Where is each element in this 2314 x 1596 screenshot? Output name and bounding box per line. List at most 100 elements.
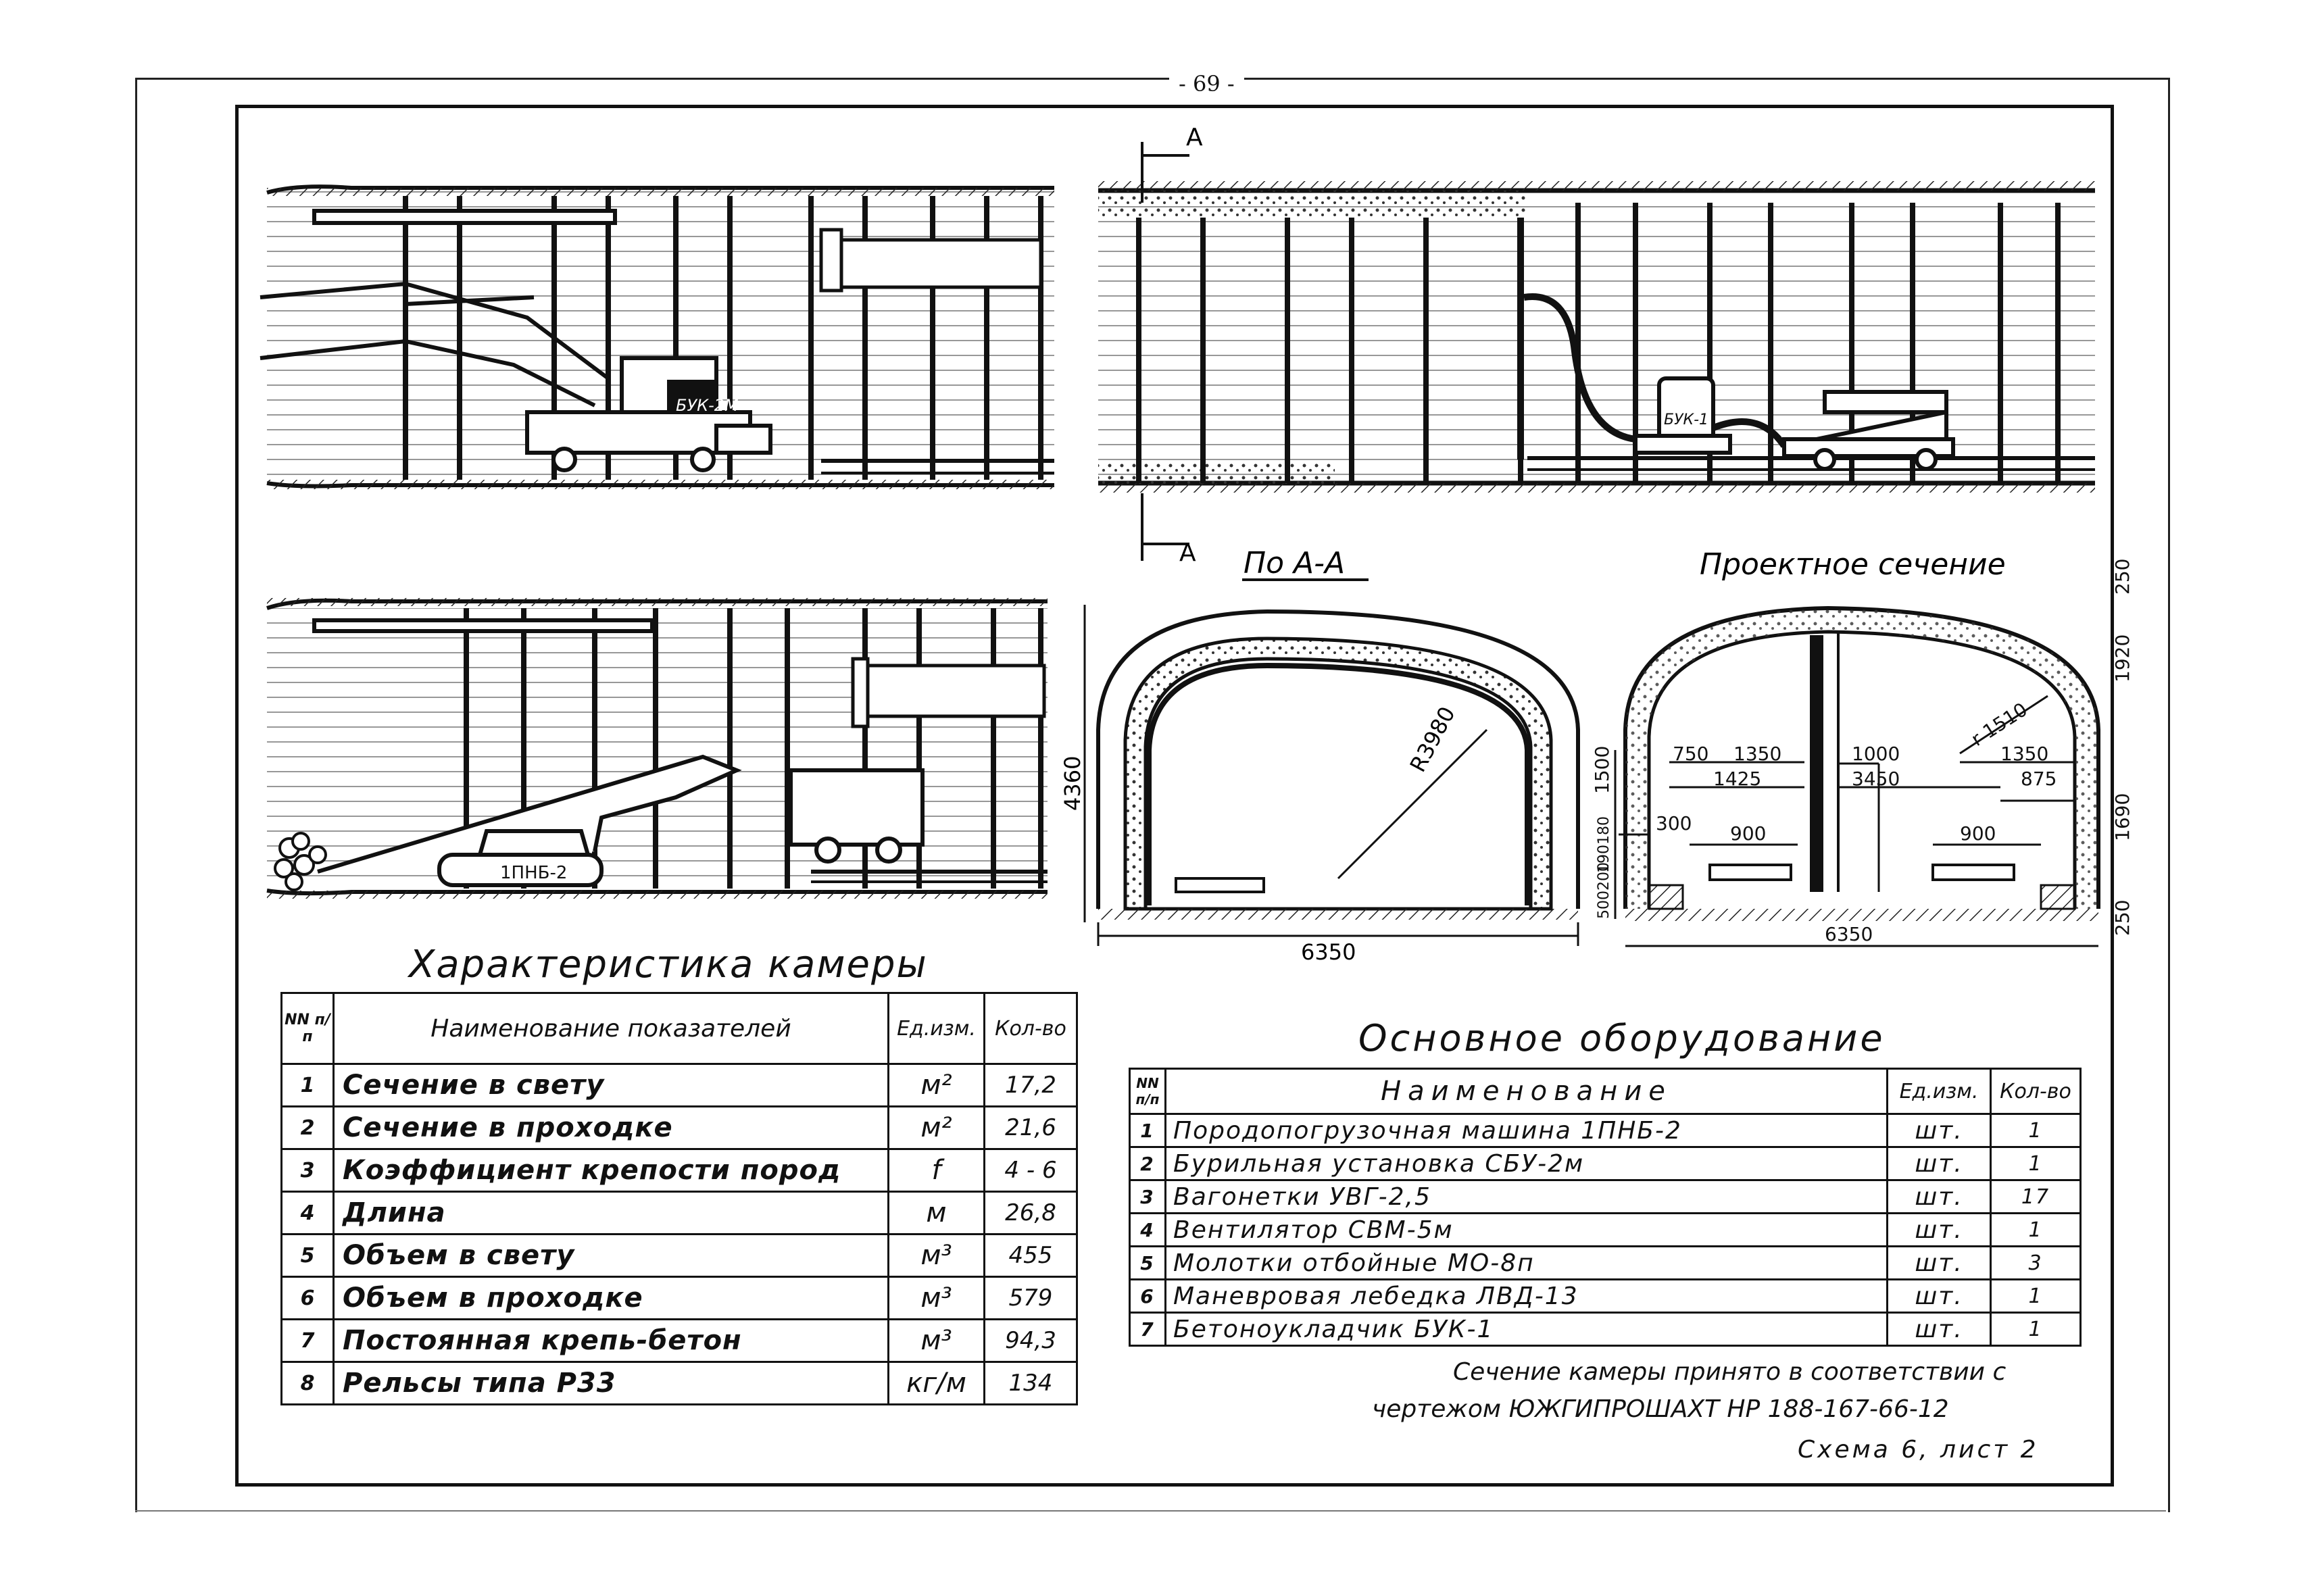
table-row: 2 Сечение в проходке м² 21,6 bbox=[280, 1105, 1078, 1150]
row-num: 4 bbox=[280, 1191, 335, 1235]
header-num: NN п/п bbox=[1129, 1068, 1166, 1115]
concrete-placer-label: БУК-1 bbox=[1664, 412, 1708, 428]
table-row: 4 Длина м 26,8 bbox=[280, 1191, 1078, 1235]
row-unit: м³ bbox=[887, 1318, 985, 1363]
row-qty: 455 bbox=[983, 1233, 1078, 1278]
header-name: Наименование показателей bbox=[333, 992, 889, 1065]
height-dim: 4360 bbox=[1060, 756, 1085, 811]
longitudinal-view-loading: 1ПНБ-2 bbox=[266, 598, 1048, 899]
row-num: 2 bbox=[280, 1105, 335, 1150]
header-num: NN п/п bbox=[280, 992, 335, 1065]
table-row: 1 Сечение в свету м² 17,2 bbox=[280, 1063, 1078, 1107]
dim-750: 750 bbox=[1673, 743, 1708, 765]
loader-label: 1ПНБ-2 bbox=[500, 863, 567, 883]
header-unit: Ед.изм. bbox=[1886, 1068, 1992, 1115]
dim-200: 200 bbox=[1596, 862, 1613, 891]
dim-180: 180 bbox=[1596, 816, 1613, 845]
drill-rig-label: БУК-2М bbox=[676, 396, 739, 415]
row-qty: 579 bbox=[983, 1276, 1078, 1320]
row-qty: 4 - 6 bbox=[983, 1148, 1078, 1193]
row-name: Сечение в свету bbox=[333, 1063, 889, 1107]
row-name: Коэффициент крепости пород bbox=[333, 1148, 889, 1193]
header-unit: Ед.изм. bbox=[887, 992, 985, 1065]
row-num: 6 bbox=[280, 1276, 335, 1320]
row-unit: кг/м bbox=[887, 1361, 985, 1405]
dim-1350: 1350 bbox=[1733, 743, 1781, 765]
row-unit: шт. bbox=[1886, 1179, 1992, 1214]
row-num: 8 bbox=[280, 1361, 335, 1405]
dim-900b: 900 bbox=[1960, 822, 1996, 845]
characteristics-title: Характеристика камеры bbox=[409, 943, 928, 987]
row-unit: м³ bbox=[887, 1233, 985, 1278]
header-name: Наименование bbox=[1164, 1068, 1888, 1115]
row-qty: 21,6 bbox=[983, 1105, 1078, 1150]
row-qty: 1 bbox=[1990, 1212, 2082, 1247]
row-num: 3 bbox=[280, 1148, 335, 1193]
row-num: 7 bbox=[1129, 1312, 1166, 1347]
section-mark-top: А bbox=[1186, 124, 1203, 151]
page-number: - 69 - bbox=[1169, 71, 1244, 97]
row-qty: 1 bbox=[1990, 1278, 2082, 1314]
longitudinal-view-drilling: БУК-2М bbox=[260, 184, 1054, 489]
row-num: 5 bbox=[1129, 1245, 1166, 1280]
row-qty: 17,2 bbox=[983, 1063, 1078, 1107]
table-header-row: NN п/п Наименование показателей Ед.изм. … bbox=[280, 992, 1078, 1065]
row-num: 2 bbox=[1129, 1146, 1166, 1181]
table-row: 2 Бурильная установка СБУ-2м шт. 1 bbox=[1129, 1146, 2082, 1181]
characteristics-table: NN п/п Наименование показателей Ед.изм. … bbox=[280, 992, 1078, 1405]
table-row: 6 Маневровая лебедка ЛВД-13 шт. 1 bbox=[1129, 1278, 2082, 1314]
row-unit: м² bbox=[887, 1105, 985, 1150]
row-name: Сечение в проходке bbox=[333, 1105, 889, 1150]
header-qty: Кол-во bbox=[983, 992, 1078, 1065]
longitudinal-view-concreting: БУК-1 А А bbox=[1098, 124, 2095, 567]
row-qty: 3 bbox=[1990, 1245, 2082, 1280]
table-row: 1 Породопогрузочная машина 1ПНБ-2 шт. 1 bbox=[1129, 1113, 2082, 1148]
row-name: Маневровая лебедка ЛВД-13 bbox=[1164, 1278, 1888, 1314]
table-row: 8 Рельсы типа Р33 кг/м 134 bbox=[280, 1361, 1078, 1405]
row-name: Постоянная крепь-бетон bbox=[333, 1318, 889, 1363]
row-num: 6 bbox=[1129, 1278, 1166, 1314]
row-num: 3 bbox=[1129, 1179, 1166, 1214]
row-name: Длина bbox=[333, 1191, 889, 1235]
width-dim-a: 6350 bbox=[1301, 939, 1356, 965]
row-name: Молотки отбойные МО-8п bbox=[1164, 1245, 1888, 1280]
section-a-title: По А-А bbox=[1244, 546, 1345, 580]
dim-6350: 6350 bbox=[1825, 923, 1873, 945]
dim-500: 500 bbox=[1596, 891, 1613, 919]
row-unit: шт. bbox=[1886, 1245, 1992, 1280]
table-row: 5 Молотки отбойные МО-8п шт. 3 bbox=[1129, 1245, 2082, 1280]
sheet-frame bbox=[135, 78, 2170, 1512]
row-qty: 1 bbox=[1990, 1146, 2082, 1181]
dim-bottom-250: 250 bbox=[2111, 900, 2134, 936]
section-a-a: По А-А R3980 4360 6350 bbox=[1060, 546, 1580, 965]
row-qty: 134 bbox=[983, 1361, 1078, 1405]
row-unit: м² bbox=[887, 1063, 985, 1107]
row-name: Породопогрузочная машина 1ПНБ-2 bbox=[1164, 1113, 1888, 1148]
row-name: Рельсы типа Р33 bbox=[333, 1361, 889, 1405]
table-row: 4 Вентилятор СВМ-5м шт. 1 bbox=[1129, 1212, 2082, 1247]
note-line-1: Сечение камеры принято в соответствии с bbox=[1453, 1358, 2007, 1386]
row-unit: шт. bbox=[1886, 1113, 1992, 1148]
dim-190: 190 bbox=[1596, 845, 1613, 873]
row-num: 1 bbox=[1129, 1113, 1166, 1148]
design-section: Проектное сечение 750 13 bbox=[1591, 547, 2134, 947]
row-num: 1 bbox=[280, 1063, 335, 1107]
row-unit: м bbox=[887, 1191, 985, 1235]
sheet-bottom-line bbox=[135, 1510, 2166, 1512]
row-unit: шт. bbox=[1886, 1278, 1992, 1314]
row-name: Вентилятор СВМ-5м bbox=[1164, 1212, 1888, 1247]
dim-1500: 1500 bbox=[1591, 746, 1613, 794]
row-num: 7 bbox=[280, 1318, 335, 1363]
dim-900a: 900 bbox=[1730, 822, 1766, 845]
row-num: 4 bbox=[1129, 1212, 1166, 1247]
dim-875: 875 bbox=[2021, 768, 2057, 790]
table-row: 3 Вагонетки УВГ-2,5 шт. 17 bbox=[1129, 1179, 2082, 1214]
table-row: 5 Объем в свету м³ 455 bbox=[280, 1233, 1078, 1278]
header-qty: Кол-во bbox=[1990, 1068, 2082, 1115]
row-name: Объем в проходке bbox=[333, 1276, 889, 1320]
row-name: Объем в свету bbox=[333, 1233, 889, 1278]
dim-top-250: 250 bbox=[2111, 559, 2134, 595]
table-row: 6 Объем в проходке м³ 579 bbox=[280, 1276, 1078, 1320]
table-row: 7 Постоянная крепь-бетон м³ 94,3 bbox=[280, 1318, 1078, 1363]
